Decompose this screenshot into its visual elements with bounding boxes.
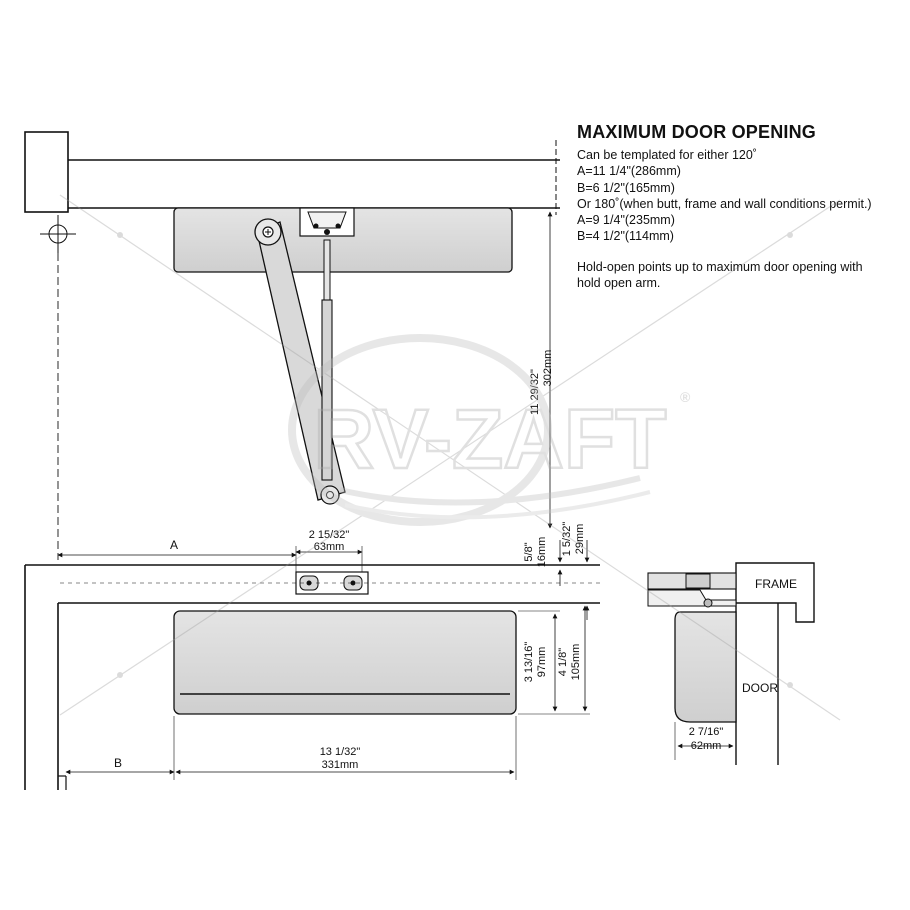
dim-a-label: A (170, 538, 178, 552)
body-height-mm: 97mm (536, 647, 548, 678)
side-width-in: 2 7/16" (689, 726, 724, 738)
closer-body-front (173, 610, 517, 715)
spec-note: Hold-open points up to maximum door open… (577, 259, 863, 274)
pivot-crosshair-icon (40, 215, 76, 253)
dim-58-in: 5/8" (523, 542, 535, 561)
front-view: A 2 15/32" 63mm 5/8" 16mm 1 5/32" 29mm 3… (24, 522, 600, 790)
spec-line: Can be templated for either 120˚ (577, 148, 757, 162)
specification-panel: MAXIMUM DOOR OPENING Can be templated fo… (577, 121, 907, 291)
spec-line: B=6 1/2"(165mm) (577, 180, 675, 195)
frame-header (24, 131, 69, 213)
top-view: 11 29/32" 302mm (24, 131, 560, 560)
frame-label: FRAME (755, 577, 797, 591)
spec-line: B=4 1/2"(114mm) (577, 229, 674, 244)
dim-1532-mm: 29mm (574, 524, 586, 555)
watermark-registered-icon: ® (680, 389, 691, 405)
total-height-mm: 105mm (570, 644, 582, 681)
total-height-in: 4 1/8" (557, 648, 569, 676)
height-dim-mm: 302mm (542, 350, 554, 387)
spec-line: Or 180˚(when butt, frame and wall condit… (577, 196, 872, 211)
dim-58-mm: 16mm (536, 537, 548, 568)
side-bracket (647, 572, 737, 608)
spec-note: hold open arm. (577, 276, 661, 291)
dim-b-label: B (114, 756, 122, 770)
bracket-dim-in: 2 15/32" (309, 529, 350, 541)
spec-line: A=9 1/4"(235mm) (577, 213, 675, 228)
length-dim-in: 13 1/32" (320, 746, 361, 758)
bracket-dim-mm: 63mm (314, 541, 345, 553)
dim-1532-in: 1 5/32" (561, 522, 573, 557)
spec-line: A=11 1/4"(286mm) (577, 164, 681, 179)
watermark-text: RV-ZAFT (313, 392, 666, 486)
side-closer-body (674, 611, 737, 723)
side-view: FRAME DOOR 2 7/16" 62mm (647, 562, 815, 765)
spec-title: MAXIMUM DOOR OPENING (577, 122, 817, 142)
height-dim-in: 11 29/32" (529, 369, 541, 415)
length-dim-mm: 331mm (322, 759, 359, 771)
forearm-rod (299, 207, 355, 505)
door-label: DOOR (742, 681, 778, 695)
side-width-mm: 62mm (691, 740, 722, 752)
watermark: RV-ZAFT ® (59, 194, 841, 721)
body-height-in: 3 13/16" (523, 642, 535, 683)
